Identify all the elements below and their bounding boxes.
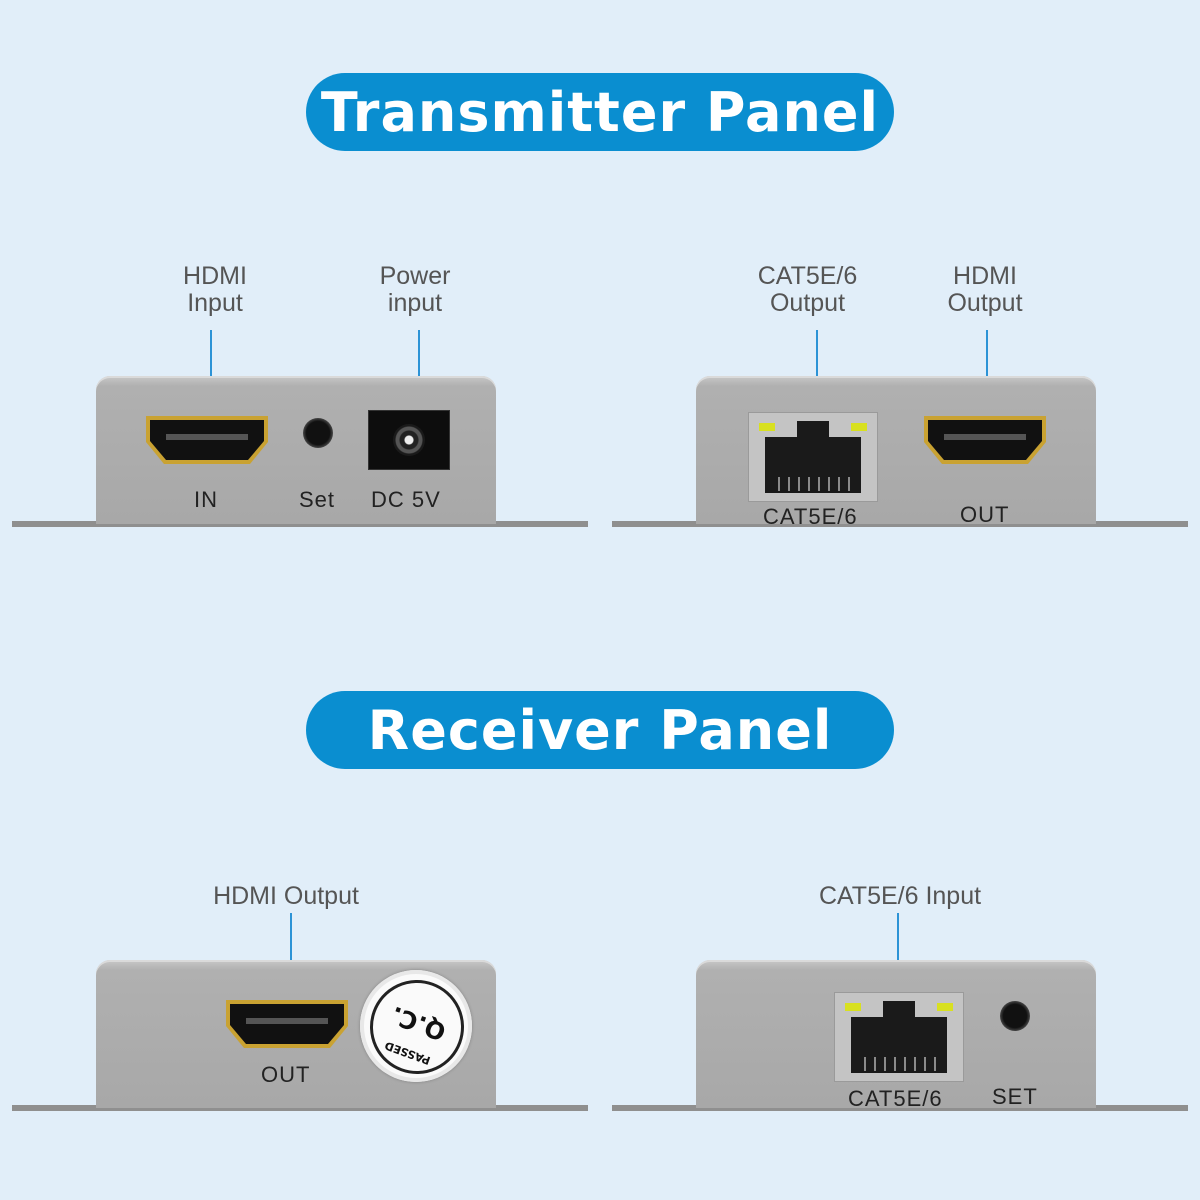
shelf-line: [612, 521, 1188, 527]
port-label-set: Set: [299, 487, 336, 512]
leader-cat-output: [816, 330, 818, 408]
port-label-out: OUT: [261, 1062, 311, 1087]
rj45-port-icon: [748, 412, 878, 502]
transmitter-rear-device: CAT5E/6 OUT: [696, 376, 1096, 529]
port-label-cat: CAT5E/6: [763, 504, 858, 529]
hdmi-port-icon: [924, 416, 1046, 464]
callout-hdmi-output: HDMI Output: [213, 882, 359, 910]
hdmi-port-icon: [226, 1000, 348, 1048]
set-button-icon[interactable]: [1000, 1001, 1030, 1031]
callout-cat-output: CAT5E/6 Output: [757, 262, 858, 317]
callout-power-input: Power input: [379, 262, 451, 317]
leader-hdmi-input: [210, 330, 212, 415]
leader-hdmi-output: [290, 913, 292, 998]
set-button-icon[interactable]: [303, 418, 333, 448]
transmitter-panel-title: Transmitter Panel: [306, 73, 894, 151]
leader-power-input: [418, 330, 420, 420]
port-label-set: SET: [992, 1084, 1038, 1109]
callout-hdmi-input: HDMI Input: [183, 262, 247, 317]
shelf-line: [612, 1105, 1188, 1111]
shelf-line: [12, 521, 588, 527]
callout-cat-input: CAT5E/6 Input: [818, 882, 982, 910]
leader-hdmi-output: [986, 330, 988, 412]
port-label-dc: DC 5V: [371, 487, 441, 512]
port-label-out: OUT: [960, 502, 1010, 527]
callout-hdmi-output: HDMI Output: [947, 262, 1023, 317]
receiver-panel-title: Receiver Panel: [306, 691, 894, 769]
rj45-port-icon: [834, 992, 964, 1082]
leader-cat-input: [897, 913, 899, 991]
hdmi-port-icon: [146, 416, 268, 464]
port-label-cat: CAT5E/6: [848, 1086, 943, 1111]
shelf-line: [12, 1105, 588, 1111]
dc-jack-icon: [368, 410, 450, 470]
transmitter-front-device: IN Set DC 5V: [96, 376, 496, 524]
receiver-front-device: OUT PASSED Q.C.: [96, 960, 496, 1108]
port-label-in: IN: [194, 487, 218, 512]
receiver-rear-device: CAT5E/6 SET: [696, 960, 1096, 1111]
qc-passed-sticker: PASSED Q.C.: [356, 966, 478, 1088]
